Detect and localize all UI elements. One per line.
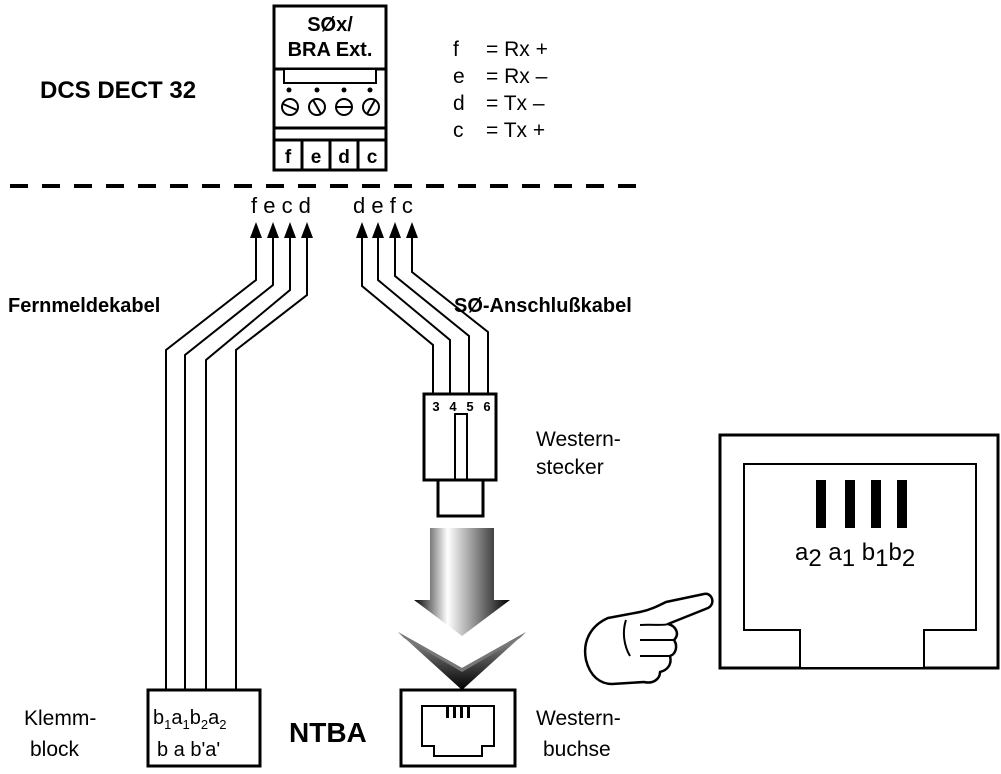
socket-pin-sub: 1 <box>842 545 855 572</box>
klemm-a: a <box>171 707 183 729</box>
western-plug: 3 4 5 6 <box>422 392 498 518</box>
terminal-pin-e: e <box>311 147 322 168</box>
svg-text:a2 a1 b1b2: a2 a1 b1b2 <box>795 539 915 572</box>
klemm-b: b <box>190 707 201 729</box>
klemm-sub: 2 <box>219 717 226 732</box>
klemm-a: a <box>208 707 220 729</box>
screw-icon <box>308 98 326 116</box>
socket-pin-b2: b <box>889 539 902 566</box>
right-cable-wires <box>361 238 489 394</box>
legend-meaning: = Tx + <box>486 119 545 142</box>
legend-letter: f <box>453 38 459 61</box>
plug-pin: 4 <box>449 399 457 414</box>
plug-pin: 6 <box>483 399 490 414</box>
western-socket-detail: a2 a1 b1b2 <box>718 433 1000 670</box>
legend-letter: e <box>453 65 465 88</box>
legend-letter: c <box>453 119 464 142</box>
svg-text:b1a1b2a2: b1a1b2a2 <box>153 707 226 732</box>
socket-pin-sub: 2 <box>808 545 821 572</box>
left-cable-label: Fernmeldekabel <box>8 295 160 317</box>
klemm-row2: b a b'a' <box>157 739 220 761</box>
plug-pin: 5 <box>466 399 473 414</box>
socket-pin-a2: a <box>795 539 809 566</box>
western-socket-small <box>399 688 517 768</box>
klemm-b: b <box>153 707 164 729</box>
legend-meaning: = Rx – <box>486 65 548 88</box>
legend-letter: d <box>453 92 465 115</box>
pin-legend: f = Rx + e = Rx – d = Tx – c = Tx + <box>453 38 548 142</box>
diagram-title: DCS DECT 32 <box>40 77 196 104</box>
klemm-label-line1: Klemm- <box>24 707 96 730</box>
left-cable-wires <box>165 238 308 690</box>
plug-label-line1: Western- <box>536 428 621 451</box>
terminal-pin-c: c <box>367 147 378 168</box>
screw-icon <box>281 98 299 116</box>
klemm-label-line2: block <box>30 738 80 761</box>
terminal-label-line1: SØx/ <box>307 14 353 36</box>
screw-icon <box>362 98 380 116</box>
right-group-letters: d e f c <box>353 193 413 218</box>
right-cable-label: SØ-Anschlußkabel <box>454 295 632 317</box>
terminal-pin-d: d <box>338 147 350 168</box>
terminal-label-line2: BRA Ext. <box>288 39 373 61</box>
klemmblock: b1a1b2a2 b a b'a' <box>146 688 262 768</box>
arrow-icons <box>250 222 418 238</box>
socket-pin-sub: 2 <box>902 545 915 572</box>
socket-label-line1: Western- <box>536 707 621 730</box>
terminal-pin-f: f <box>285 147 292 168</box>
ntba-label: NTBA <box>289 717 367 748</box>
pointing-hand-icon <box>583 592 714 686</box>
socket-pin-b1: b <box>862 539 875 566</box>
socket-pin-sub: 1 <box>875 545 888 572</box>
klemm-sub: 1 <box>182 717 189 732</box>
klemm-sub: 1 <box>164 717 171 732</box>
terminal-block: SØx/ BRA Ext. f e <box>272 4 388 172</box>
plug-label-line2: stecker <box>536 456 604 479</box>
plug-pin: 3 <box>432 399 439 414</box>
left-group-letters: f e c d <box>251 193 311 218</box>
legend-meaning: = Tx – <box>486 92 545 115</box>
legend-meaning: = Rx + <box>486 38 548 61</box>
down-arrow-icon <box>398 528 526 690</box>
socket-pin-a1: a <box>828 539 842 566</box>
screw-icon <box>335 98 353 116</box>
klemm-sub: 2 <box>201 717 208 732</box>
socket-label-line2: buchse <box>543 738 611 761</box>
